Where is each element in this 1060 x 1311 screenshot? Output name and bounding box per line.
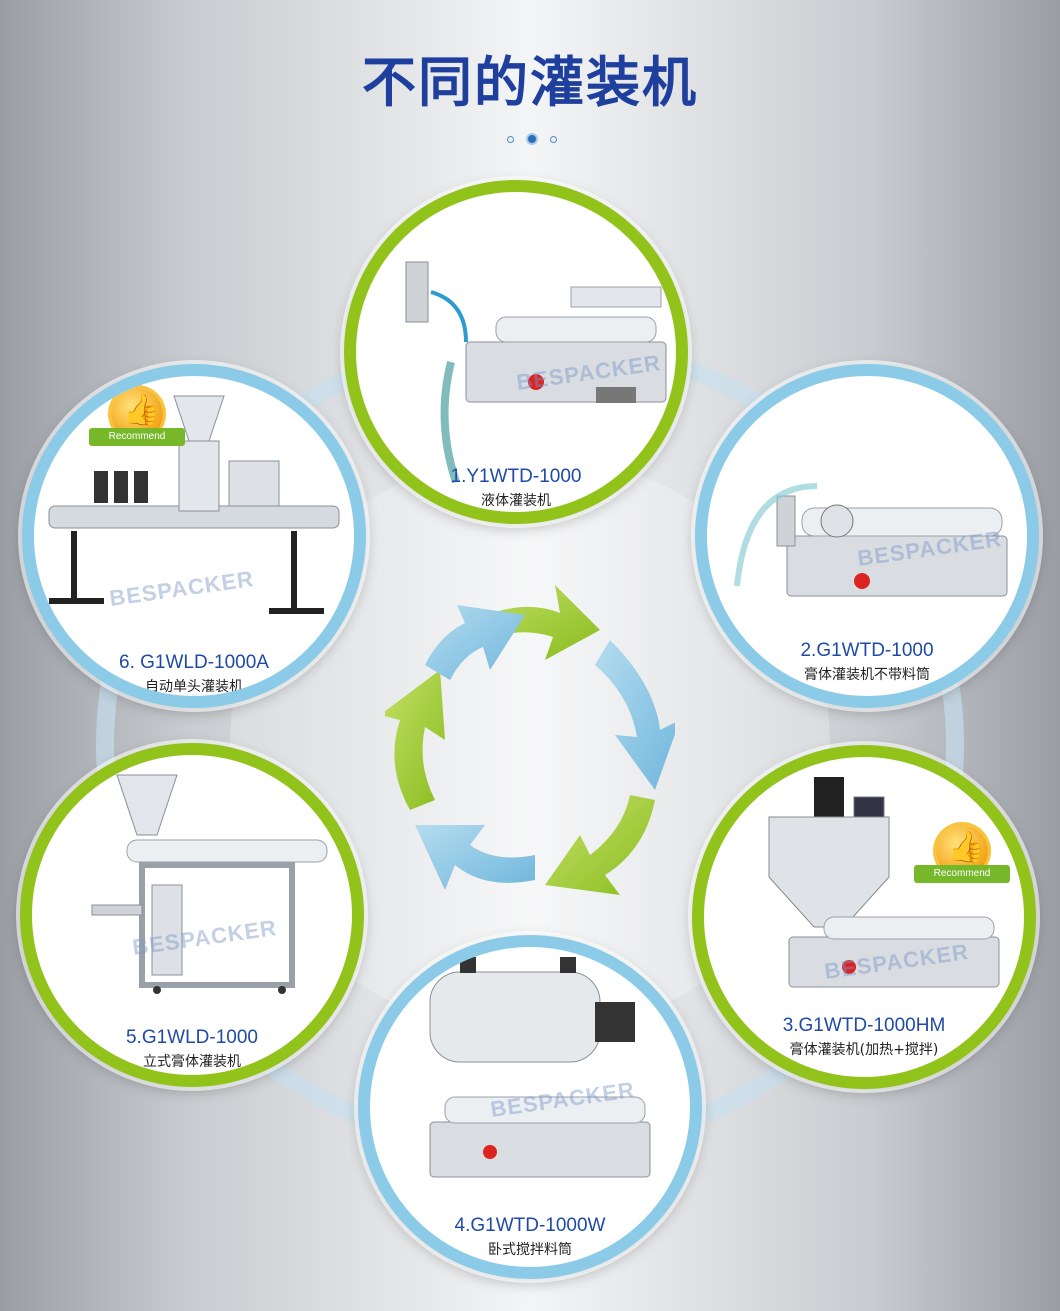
recommend-badge: 👍 Recommend (89, 388, 185, 468)
machine-model: 2.G1WTD-1000 (800, 640, 934, 661)
vertical-paste-filler-illustration (91, 774, 328, 994)
thumbs-up-icon: 👍 (123, 393, 161, 428)
machine-card-3[interactable]: 👍 Recommend BESPACKER 3.G1WTD-1000HM 膏体灌… (692, 745, 1036, 1089)
pagination-dot-3[interactable] (550, 136, 557, 143)
machine-caption-2: 2.G1WTD-1000 膏体灌装机不带料筒 (707, 640, 1027, 684)
machine-caption-3: 3.G1WTD-1000HM 膏体灌装机(加热+搅拌) (704, 1015, 1024, 1059)
machine-card-5[interactable]: BESPACKER 5.G1WLD-1000 立式膏体灌装机 (20, 743, 364, 1087)
recommend-label: Recommend (914, 865, 1010, 883)
liquid-filler-illustration (405, 261, 667, 484)
arrow-blue-bottom (415, 825, 535, 890)
arrow-green-left (385, 670, 445, 810)
machine-model: 5.G1WLD-1000 (125, 1027, 258, 1048)
machine-desc: 自动单头灌装机 (145, 679, 243, 695)
machine-card-4[interactable]: BESPACKER 4.G1WTD-1000W 卧式搅拌料筒 (358, 935, 702, 1279)
machine-desc: 液体灌装机 (481, 493, 551, 509)
pagination-dot-2-active[interactable] (526, 133, 538, 145)
machine-model: 4.G1WTD-1000W (454, 1215, 606, 1236)
cycle-arrows (385, 585, 675, 895)
arrow-green-top (455, 585, 600, 660)
pagination-dot-1[interactable] (507, 136, 514, 143)
arrow-green-right (545, 795, 655, 895)
carousel-pagination (505, 133, 559, 147)
paste-filler-illustration (734, 483, 1008, 597)
machine-caption-1: 1.Y1WTD-1000 液体灌装机 (356, 466, 676, 510)
machine-card-6[interactable]: 👍 Recommend BESPACKER 6. G1WLD-1000A 自动单… (22, 364, 366, 708)
machine-card-2[interactable]: BESPACKER 2.G1WTD-1000 膏体灌装机不带料筒 (695, 364, 1039, 708)
arrow-blue-left (425, 605, 525, 680)
machine-model: 1.Y1WTD-1000 (450, 466, 582, 487)
machine-caption-4: 4.G1WTD-1000W 卧式搅拌料筒 (370, 1215, 690, 1259)
machine-desc: 膏体灌装机(加热+搅拌) (789, 1042, 939, 1058)
machine-model: 6. G1WLD-1000A (119, 652, 269, 673)
heated-mixing-filler-illustration (768, 777, 1000, 988)
recommend-label: Recommend (89, 428, 185, 446)
machine-desc: 立式膏体灌装机 (143, 1054, 241, 1070)
page-title: 不同的灌装机 (362, 51, 698, 114)
automatic-filler-illustration (48, 395, 340, 614)
thumbs-up-icon: 👍 (948, 830, 986, 865)
machine-card-1[interactable]: BESPACKER 1.Y1WTD-1000 液体灌装机 (344, 180, 688, 524)
machine-model: 3.G1WTD-1000HM (782, 1015, 946, 1036)
horizontal-mixer-filler-illustration (429, 957, 651, 1178)
machine-desc: 卧式搅拌料筒 (488, 1242, 572, 1258)
machine-desc: 膏体灌装机不带料筒 (804, 667, 930, 683)
arrow-blue-right (595, 640, 675, 790)
machine-caption-6: 6. G1WLD-1000A 自动单头灌装机 (34, 652, 354, 696)
machine-caption-5: 5.G1WLD-1000 立式膏体灌装机 (32, 1027, 352, 1071)
recommend-badge: 👍 Recommend (914, 825, 1010, 905)
